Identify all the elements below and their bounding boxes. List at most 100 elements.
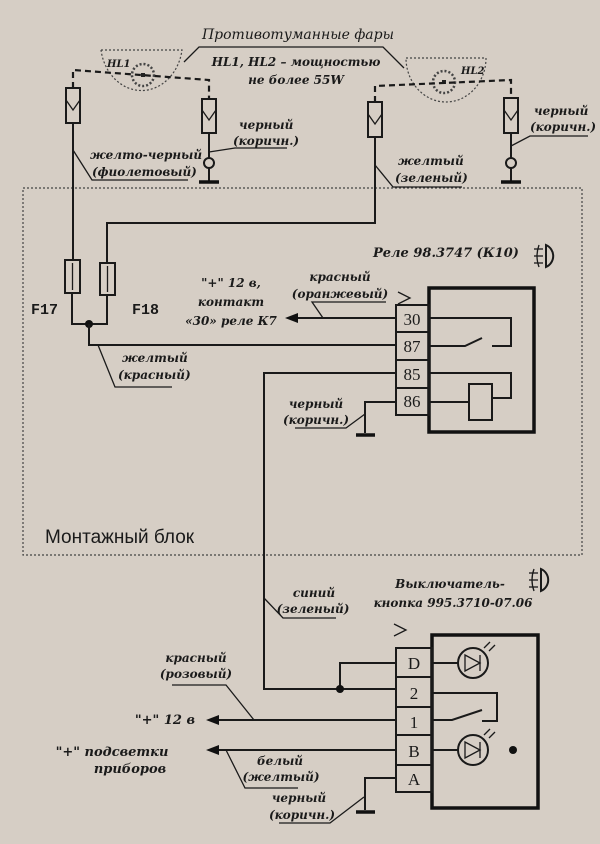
relay-output-label: "+" 12 в, (201, 276, 261, 290)
relay-output-label: «30» реле К7 (185, 314, 277, 328)
title-callout-line (183, 46, 405, 69)
connector-pin-icon (503, 109, 519, 122)
connector-symbol-icon (397, 291, 412, 305)
wire (88, 324, 396, 346)
wire (364, 401, 396, 433)
switch-pin-label: 1 (410, 713, 419, 732)
relay-pin-label: 86 (404, 392, 421, 411)
relay-contact-switch-icon (429, 337, 483, 347)
switch-pin-label: B (408, 742, 419, 761)
lamp-internal-wiring (373, 78, 513, 102)
connector-icon (367, 101, 383, 138)
wire-label: (коричн.) (233, 134, 299, 148)
lamp-bulb-icon (431, 69, 457, 95)
wire-label: красный (309, 270, 371, 284)
label-leader (310, 301, 386, 319)
label-leader (172, 684, 255, 721)
switch-pin-label: A (408, 770, 421, 789)
label-leader (208, 147, 287, 153)
connector-icon (65, 87, 81, 124)
wire-label: черный (239, 118, 294, 132)
fuse-label-f18: F18 (132, 302, 159, 319)
relay-internal-wire (429, 372, 512, 399)
wire-label: (оранжевый) (292, 287, 388, 301)
switch-pin-label: D (408, 654, 420, 673)
wire (263, 372, 396, 690)
fog-light-symbol-icon (534, 243, 555, 269)
arrow-left-icon (206, 715, 219, 725)
lamp-internal-wiring (71, 68, 211, 99)
label-leader (295, 413, 366, 429)
wire-label: (розовый) (160, 667, 232, 681)
relay-output-label: контакт (198, 295, 264, 309)
label-leader (97, 344, 172, 388)
lamp-label-hl2: HL2 (460, 66, 484, 77)
lamps-title-group: Противотуманные фары HL1, HL2 – мощность… (183, 27, 405, 87)
plus12-label: "+" 12 в (135, 713, 195, 728)
connector-pin-icon (65, 99, 81, 112)
wire-label: (коричн.) (283, 413, 349, 427)
backlight-label: приборов (94, 762, 166, 777)
fuse-label-f17: F17 (31, 302, 58, 319)
wire-label: (зеленый) (277, 602, 350, 616)
switch-pin-block: D 2 1 B A (395, 647, 433, 793)
fog-light-symbol-icon (529, 567, 550, 593)
lamp-label-hl1: HL1 (106, 59, 130, 70)
junction-dot (336, 685, 344, 693)
label-leader (263, 597, 336, 619)
wire (71, 293, 108, 325)
wire (364, 777, 396, 810)
relay-pin-label: 30 (404, 310, 421, 329)
switch-internal-wire (432, 692, 498, 722)
fog-lamp-hl1: HL1 (65, 49, 219, 184)
switch-contact-icon (432, 709, 483, 721)
lamp-filament-icon (141, 73, 145, 77)
arrow-left-icon (206, 745, 219, 755)
lamp-housing-icon (100, 49, 183, 92)
relay-pin-block: 30 87 85 86 (395, 304, 430, 416)
wire-label: белый (257, 754, 303, 768)
relay-title: Реле 98.3747 (К10) (372, 246, 519, 261)
lamps-spec-line2: не более 55W (248, 73, 345, 87)
label-leader (374, 164, 462, 188)
label-leader (72, 149, 188, 181)
connector-icon (503, 97, 519, 134)
relay-coil-icon (468, 383, 493, 421)
label-leader (279, 796, 365, 824)
wire-label: черный (272, 791, 327, 805)
wire (339, 662, 396, 689)
arrow-left-icon (285, 313, 298, 323)
label-leader (225, 749, 298, 789)
wire-label: красный (165, 651, 227, 665)
connector-pin-icon (367, 113, 383, 126)
ground-terminal-icon (203, 157, 215, 169)
wire-label: (зеленый) (395, 171, 468, 185)
label-leader (510, 135, 588, 147)
lamps-spec-line1: HL1, HL2 – мощностью (211, 55, 381, 69)
connector-symbol-icon (393, 623, 408, 637)
lamp-bulb-icon (130, 62, 156, 88)
wire-label: черный (534, 104, 589, 118)
wire-label: желтый (398, 154, 464, 168)
relay-body (427, 286, 536, 434)
mounting-block-label: Монтажный блок (45, 527, 195, 548)
wire-label: (красный) (118, 368, 191, 382)
connector-pin-icon (201, 109, 217, 122)
mounting-block-frame (22, 187, 583, 556)
wire-label: желтый (122, 351, 188, 365)
wire (106, 137, 376, 263)
switch-title: Выключатель- (394, 577, 505, 591)
switch-pin-label: 2 (410, 684, 419, 703)
wire-label: (желтый) (242, 770, 319, 784)
switch-title: кнопка 995.3710-07.06 (374, 596, 534, 610)
lamps-title: Противотуманные фары (201, 27, 394, 43)
wire-label: черный (289, 397, 344, 411)
backlight-label: "+" подсветки (56, 745, 169, 760)
wire-label: желто-черный (90, 148, 202, 162)
wire-label: (коричн.) (530, 120, 596, 134)
relay-pin-label: 85 (404, 365, 421, 384)
relay-pin-label: 87 (404, 337, 422, 356)
junction-dot (509, 746, 517, 754)
indicator-led-icon (457, 641, 496, 679)
